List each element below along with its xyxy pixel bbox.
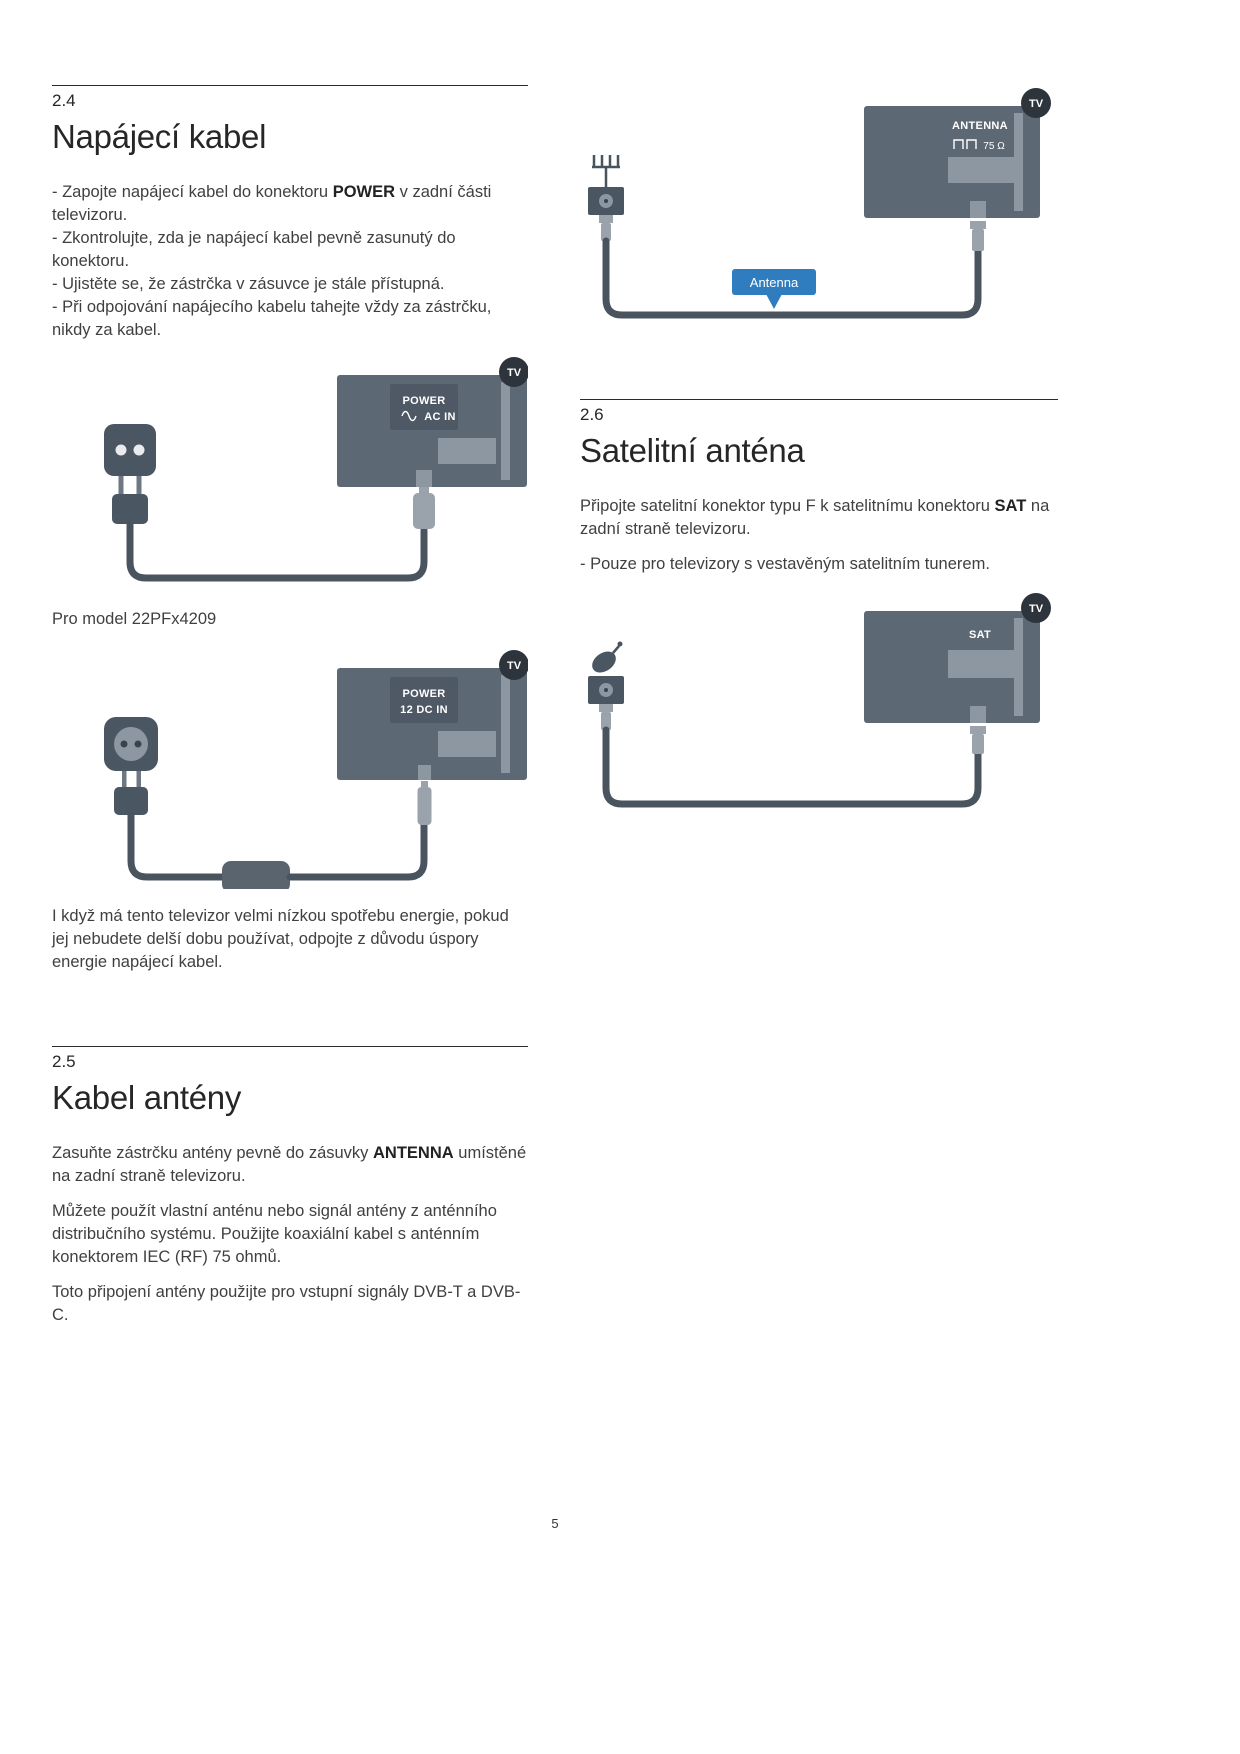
power-dc-illustration: POWER 12 DC IN TV <box>104 650 528 889</box>
power-cable <box>286 821 428 881</box>
antenna-illustration: ANTENNA 75 Ω TV <box>588 88 1051 319</box>
f-connector-icon <box>970 726 986 754</box>
satellite-illustration: SAT TV <box>588 593 1051 808</box>
section-title-power: Napájecí kabel <box>52 118 267 155</box>
tv-back-panel: SAT TV <box>864 593 1051 723</box>
antenna-label: ANTENNA <box>952 120 1008 132</box>
antenna-paragraph-2: Můžete použít vlastní anténu nebo signál… <box>52 1202 497 1266</box>
section-title-antenna: Kabel antény <box>52 1079 242 1116</box>
tv-badge-label: TV <box>507 367 522 379</box>
instruction-line: - Ujistěte se, že zástrčka v zásuvce je … <box>52 273 528 296</box>
paragraph-bold: SAT <box>994 497 1027 515</box>
tv-badge <box>499 650 528 680</box>
tv-back-panel: POWER AC IN TV <box>337 357 528 487</box>
energy-note: I když má tento televizor velmi nízkou s… <box>52 907 509 971</box>
instruction-text: - Při odpojování napájecího kabelu tahej… <box>52 298 492 339</box>
section-divider <box>580 399 1058 400</box>
tv-badge-label: TV <box>507 660 522 672</box>
antenna-paragraph-1: Zasuňte zástrčku antény pevně do zásuvky… <box>52 1142 528 1188</box>
power-plug-icon <box>112 476 148 524</box>
antenna-cable <box>602 237 982 319</box>
power-ac-illustration: POWER AC IN TV <box>104 357 528 582</box>
instruction-text: - Ujistěte se, že zástrčka v zásuvce je … <box>52 275 445 293</box>
antenna-callout: Antenna <box>732 269 816 309</box>
right-column: ANTENNA 75 Ω TV <box>580 85 1058 814</box>
impedance-label: 75 Ω <box>983 141 1005 152</box>
tv-back-panel: POWER 12 DC IN TV <box>337 650 528 780</box>
instruction-line: - Zapojte napájecí kabel do konektoru PO… <box>52 181 528 227</box>
paragraph-bold: ANTENNA <box>373 1144 454 1162</box>
instruction-line: - Zkontrolujte, zda je napájecí kabel pe… <box>52 227 528 273</box>
model-note: Pro model 22PFx4209 <box>52 610 217 628</box>
section-number-antenna: 2.5 <box>52 1052 76 1071</box>
power-cable <box>127 811 226 881</box>
instruction-bold: POWER <box>332 183 396 201</box>
instruction-text: - Zkontrolujte, zda je napájecí kabel pe… <box>52 229 456 270</box>
tv-badge-label: TV <box>1029 603 1044 615</box>
left-column: 2.4 Napájecí kabel - Zapojte napájecí ka… <box>52 85 528 1339</box>
ac-in-label: AC IN <box>424 411 455 423</box>
coax-symbol-icon <box>953 139 977 149</box>
antenna-callout-label: Antenna <box>750 275 799 290</box>
instruction-text: v zadní části televizoru. <box>52 183 492 224</box>
ac-sine-icon <box>401 410 417 422</box>
satellite-paragraph-2: - Pouze pro televizory s vestavěným sate… <box>580 555 990 573</box>
aerial-icon <box>588 155 624 241</box>
euro-socket-icon <box>104 717 158 771</box>
power-label: POWER <box>402 688 445 700</box>
power-label: POWER <box>402 395 445 407</box>
paragraph-text: na zadní straně televizoru. <box>580 497 1050 538</box>
section-divider <box>52 85 528 86</box>
power-plug-icon <box>114 771 148 815</box>
power-instructions: - Zapojte napájecí kabel do konektoru PO… <box>52 181 528 342</box>
antenna-paragraph-3: Toto připojení antény použijte pro vstup… <box>52 1283 521 1324</box>
coax-plug-icon <box>970 221 986 251</box>
section-number-satellite: 2.6 <box>580 405 604 424</box>
dc-in-label: 12 DC IN <box>400 704 448 716</box>
section-number-power: 2.4 <box>52 91 76 110</box>
satellite-paragraph-1: Připojte satelitní konektor typu F k sat… <box>580 495 1058 541</box>
dc-plug-icon <box>417 781 432 825</box>
paragraph-text: Zasuňte zástrčku antény pevně do zásuvky <box>52 1144 374 1162</box>
instruction-line: - Při odpojování napájecího kabelu tahej… <box>52 296 528 342</box>
power-cable <box>126 520 428 582</box>
tv-badge-label: TV <box>1029 98 1044 110</box>
paragraph-text: Připojte satelitní konektor typu F k sat… <box>580 497 995 515</box>
power-adapter-icon <box>222 861 290 889</box>
satellite-cable <box>602 726 982 808</box>
tv-badge <box>499 357 528 387</box>
wall-socket-icon <box>104 424 156 476</box>
section-title-satellite: Satelitní anténa <box>580 432 805 469</box>
satellite-dish-icon <box>588 641 624 730</box>
tv-back-panel: ANTENNA 75 Ω TV <box>864 88 1051 218</box>
sat-label: SAT <box>969 629 991 641</box>
paragraph-text: umístěné na zadní straně televizoru. <box>52 1144 527 1185</box>
tv-badge <box>1021 593 1051 623</box>
appliance-plug-icon <box>413 487 435 529</box>
tv-badge <box>1021 88 1051 118</box>
page-number: 5 <box>551 1516 559 1531</box>
section-divider <box>52 1046 528 1047</box>
instruction-text: - Zapojte napájecí kabel do konektoru <box>52 183 333 201</box>
